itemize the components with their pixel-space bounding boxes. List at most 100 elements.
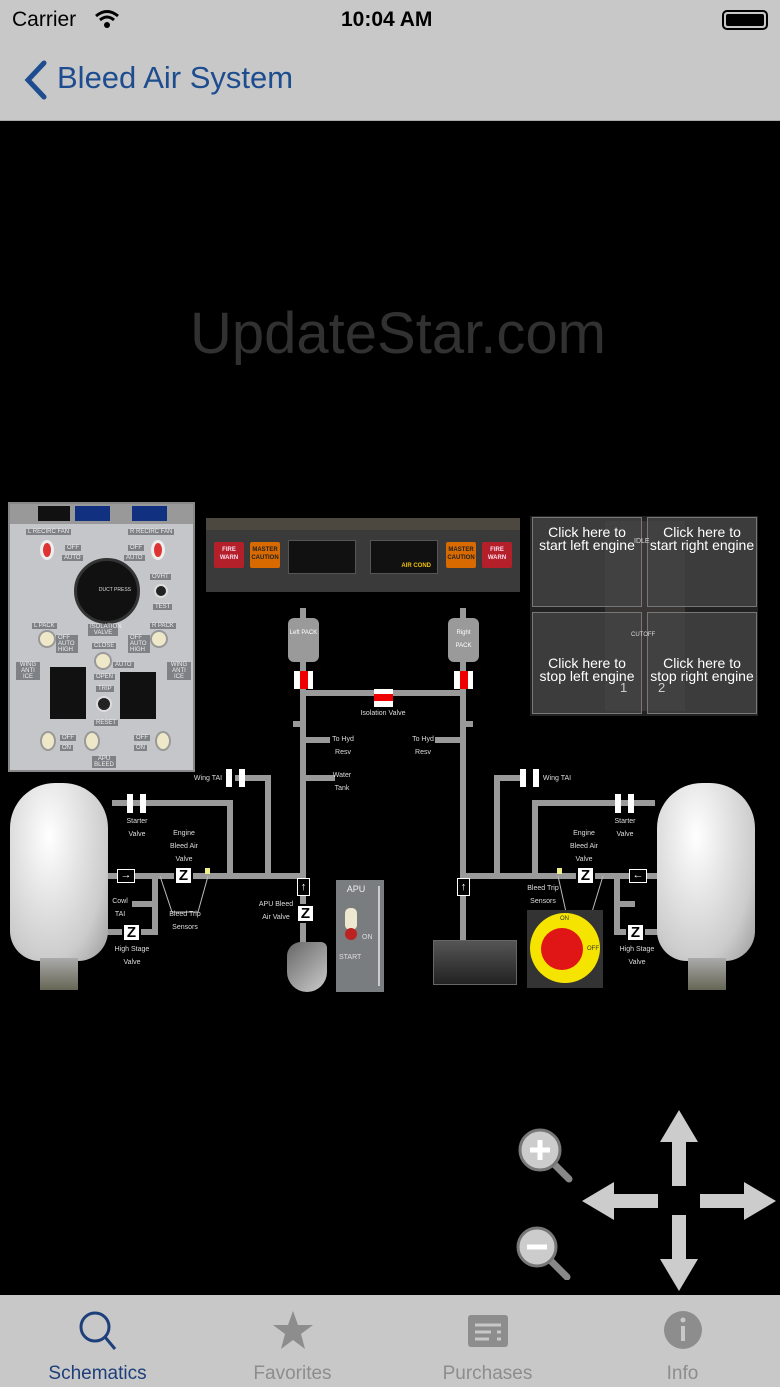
ground-air-switch[interactable]: ON OFF [527, 910, 603, 988]
r-pack-label: R PACK [150, 623, 176, 629]
r-pack-positions: OFF AUTO HIGH [128, 635, 150, 653]
navigation-bar: Bleed Air System [0, 40, 780, 121]
wing-anti-ice-label: WING ANTI ICE [16, 662, 40, 680]
stop-left-engine-button[interactable]: Click here to stop left engine [532, 612, 642, 714]
watermark: UpdateStar.com [190, 301, 606, 366]
pan-right-arrow-icon[interactable] [698, 1180, 778, 1222]
stop-right-engine-button[interactable]: Click here to stop right engine [647, 612, 757, 714]
right-pack[interactable]: Right PACK [448, 618, 479, 662]
apu-bleed-label: APU Bleed Air Valve [258, 901, 294, 921]
bleed-overhead-panel[interactable]: L RECIRC FAN R RECIRC FAN OFF AUTO OFF A… [8, 502, 195, 772]
r-pack-switch[interactable] [150, 630, 168, 648]
right-engine[interactable] [657, 783, 755, 961]
wifi-icon [95, 10, 119, 28]
right-annunciator: AIR COND [370, 540, 438, 574]
right-pack-valve[interactable] [454, 671, 473, 689]
l-recirc-fan-label: L RECIRC FAN [26, 529, 72, 535]
back-button[interactable] [20, 56, 290, 104]
tab-purchases[interactable]: Purchases [390, 1295, 585, 1387]
apu-bleed-switch[interactable] [84, 731, 100, 751]
duct-press-label: DUCT PRESS [98, 587, 131, 593]
left-pack-valve[interactable] [294, 671, 313, 689]
reset-label: RESET [94, 720, 119, 726]
left-pack[interactable]: Left PACK [288, 618, 319, 662]
clock: 10:04 AM [341, 8, 433, 31]
isolation-valve[interactable] [374, 689, 393, 707]
zoom-out-icon[interactable] [515, 1225, 575, 1280]
pan-down-arrow-icon[interactable] [658, 1213, 700, 1293]
ovht-test-switch[interactable] [154, 584, 168, 598]
right-wing-tai-label: Wing TAI [542, 775, 572, 782]
carrier: Carrier [12, 8, 77, 31]
right-starter-valve[interactable] [615, 794, 634, 813]
isolation-valve-label: Isolation Valve [360, 710, 406, 717]
right-engine-bleed-valve[interactable]: Z [576, 866, 595, 885]
right-wing-tai-valve[interactable] [520, 769, 539, 787]
duct-pressure-gauge: DUCT PRESS [74, 558, 140, 624]
apu-bleed-panel-label: APU BLEED [92, 756, 116, 768]
left-fire-warn-button[interactable]: FIRE WARN [214, 542, 244, 568]
left-engine[interactable] [10, 783, 108, 961]
switch-off-label: OFF [587, 946, 599, 952]
pan-left-arrow-icon[interactable] [580, 1180, 660, 1222]
schematic-canvas[interactable]: UpdateStar.com Left PACK Right PACK Isol… [0, 121, 780, 1295]
ovht-label: OVHT [150, 574, 171, 580]
l-pack-switch[interactable] [38, 630, 56, 648]
bleed-trip-sensor [205, 868, 210, 874]
right-pack-label: Right PACK [455, 630, 472, 649]
isolation-valve-switch[interactable] [94, 652, 112, 670]
tab-info[interactable]: Info [585, 1295, 780, 1387]
left-wing-tai-valve[interactable] [226, 769, 245, 787]
on-label: ON [60, 745, 73, 751]
battery-icon [722, 10, 768, 30]
left-high-stage-valve[interactable]: Z [122, 923, 141, 942]
left-engine-bleed-valve[interactable]: Z [174, 866, 193, 885]
isolation-valve-panel-label: ISOLATION VALVE [88, 624, 122, 636]
tab-favorites[interactable]: Favorites [195, 1295, 390, 1387]
right-high-stage-valve[interactable]: Z [626, 923, 645, 942]
to-hyd-resv-right-label: To Hyd Resv [412, 736, 434, 756]
apu-toggle-base [345, 928, 357, 940]
left-starter-valve[interactable] [127, 794, 146, 813]
off-label: OFF [134, 735, 150, 741]
left-master-caution-button[interactable]: MASTER CAUTION [250, 542, 280, 568]
cutoff-label: CUTOFF [631, 632, 656, 638]
flow-arrow-left-icon: ← [629, 869, 647, 883]
ground-air-cart[interactable] [433, 940, 517, 985]
tab-label: Purchases [442, 1363, 533, 1384]
cowl-tai-label: Cowl TAI [112, 898, 128, 918]
tab-schematics[interactable]: Schematics [0, 1295, 195, 1387]
apu-start-label: START [339, 954, 362, 961]
apu-switch-panel[interactable]: APU ON START [336, 880, 384, 992]
apu-label: APU [346, 884, 366, 894]
apu-bleed-air-valve[interactable]: Z [296, 904, 315, 923]
right-bleed-trip-label: Bleed Trip Sensors [527, 885, 559, 905]
right-engine-bleed-label: Engine Bleed Air Valve [569, 830, 599, 863]
on-label: ON [134, 745, 147, 751]
off-label: OFF [128, 545, 144, 551]
auto-label: AUTO [113, 662, 134, 668]
r-bleed-switch[interactable] [155, 731, 171, 751]
trip-reset-switch[interactable] [96, 696, 112, 712]
pan-up-arrow-icon[interactable] [658, 1108, 700, 1188]
off-label: OFF [60, 735, 76, 741]
left-engine-exhaust [40, 958, 78, 990]
zoom-in-icon[interactable] [515, 1125, 575, 1185]
l-recirc-fan-switch[interactable] [40, 540, 54, 560]
left-high-stage-label: High Stage Valve [114, 946, 150, 966]
off-label: OFF [65, 545, 81, 551]
right-fire-warn-button[interactable]: FIRE WARN [482, 542, 512, 568]
start-right-engine-button[interactable]: Click here to start right engine [647, 517, 757, 607]
receipt-icon [468, 1315, 508, 1347]
glareshield-panel: FIRE WARN MASTER CAUTION AIR COND MASTER… [206, 518, 520, 592]
apu-toggle[interactable] [345, 908, 357, 930]
l-bleed-switch[interactable] [40, 731, 56, 751]
search-icon [79, 1311, 117, 1350]
start-left-engine-button[interactable]: Click here to start left engine [532, 517, 642, 607]
right-master-caution-button[interactable]: MASTER CAUTION [446, 542, 476, 568]
wing-anti-ice-label: WING ANTI ICE [167, 662, 191, 680]
tab-label: Schematics [48, 1363, 147, 1384]
switch-on-label: ON [560, 916, 569, 922]
r-recirc-fan-switch[interactable] [151, 540, 165, 560]
page-title: Bleed Air System [57, 60, 294, 95]
